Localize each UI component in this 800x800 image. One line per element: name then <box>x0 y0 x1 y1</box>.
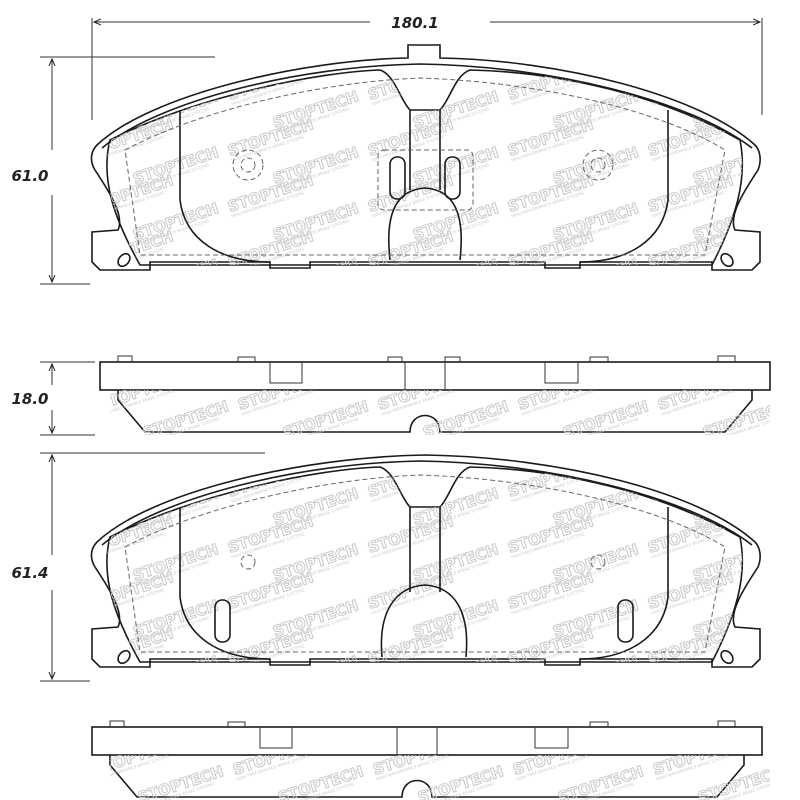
dimension-thickness: 18.0 <box>11 361 95 436</box>
svg-text:HIGH PERFORMANCE BRAKE SYSTEMS: HIGH PERFORMANCE BRAKE SYSTEMS <box>91 475 166 503</box>
bottom-pad-height-label: 61.4 <box>11 564 48 582</box>
svg-text:HIGH PERFORMANCE BRAKE SYSTEMS: HIGH PERFORMANCE BRAKE SYSTEMS <box>136 671 211 699</box>
slot-right <box>617 599 634 643</box>
rivet-right <box>582 149 614 181</box>
width-label: 180.1 <box>391 14 438 32</box>
dimension-width: 180.1 <box>91 14 763 120</box>
thickness-label: 18.0 <box>11 390 48 408</box>
svg-text:HIGH PERFORMANCE BRAKE SYSTEMS: HIGH PERFORMANCE BRAKE SYSTEMS <box>696 671 771 699</box>
svg-text:STOPTECH: STOPTECH <box>86 456 176 501</box>
top-pad-height-label: 61.0 <box>11 167 48 185</box>
backing-plate <box>90 454 761 668</box>
svg-text:HIGH PERFORMANCE BRAKE SYSTEMS: HIGH PERFORMANCE BRAKE SYSTEMS <box>556 671 631 699</box>
svg-text:HIGH PERFORMANCE BRAKE SYSTEMS: HIGH PERFORMANCE BRAKE SYSTEMS <box>416 671 491 699</box>
dimension-top-pad-height: 61.0 <box>11 56 215 285</box>
friction-side <box>109 755 745 798</box>
pad-chamfer-left <box>179 110 271 263</box>
slot-left <box>214 599 231 643</box>
shim-outline <box>377 149 474 211</box>
backing-plate-side <box>91 726 763 756</box>
slot-right <box>444 156 461 200</box>
backing-plate <box>90 44 761 271</box>
pad-chamfer-right <box>579 110 669 263</box>
svg-text:STOPTECH: STOPTECH <box>646 59 736 104</box>
svg-text:HIGH PERFORMANCE BRAKE SYSTEMS: HIGH PERFORMANCE BRAKE SYSTEMS <box>136 274 211 302</box>
dimension-bottom-pad-height: 61.4 <box>11 452 265 682</box>
svg-text:STOPTECH: STOPTECH <box>86 59 176 104</box>
backing-plate-side <box>99 361 771 391</box>
svg-text:STOPTECH: STOPTECH <box>701 397 791 442</box>
slot-left <box>389 156 406 200</box>
svg-text:HIGH PERFORMANCE BRAKE SYSTEMS: HIGH PERFORMANCE BRAKE SYSTEMS <box>651 475 726 503</box>
friction-side <box>117 390 753 433</box>
rivet-left <box>232 149 264 181</box>
svg-text:HIGH PERFORMANCE BRAKE SYSTEMS: HIGH PERFORMANCE BRAKE SYSTEMS <box>556 274 631 302</box>
svg-text:HIGH PERFORMANCE BRAKE SYSTEMS: HIGH PERFORMANCE BRAKE SYSTEMS <box>651 78 726 106</box>
svg-text:HIGH PERFORMANCE BRAKE SYSTEMS: HIGH PERFORMANCE BRAKE SYSTEMS <box>276 274 351 302</box>
backing-plate-inner-edge <box>101 63 753 149</box>
mount-hole-left <box>117 252 131 268</box>
svg-text:HIGH PERFORMANCE BRAKE SYSTEMS: HIGH PERFORMANCE BRAKE SYSTEMS <box>696 274 771 302</box>
svg-text:HIGH PERFORMANCE BRAKE SYSTEMS: HIGH PERFORMANCE BRAKE SYSTEMS <box>416 274 491 302</box>
svg-text:HIGH PERFORMANCE BRAKE SYSTEMS: HIGH PERFORMANCE BRAKE SYSTEMS <box>276 671 351 699</box>
svg-text:HIGH PERFORMANCE BRAKE SYSTEMS: HIGH PERFORMANCE BRAKE SYSTEMS <box>91 78 166 106</box>
mount-hole-right <box>720 252 734 268</box>
svg-text:STOPTECH: STOPTECH <box>646 456 736 501</box>
